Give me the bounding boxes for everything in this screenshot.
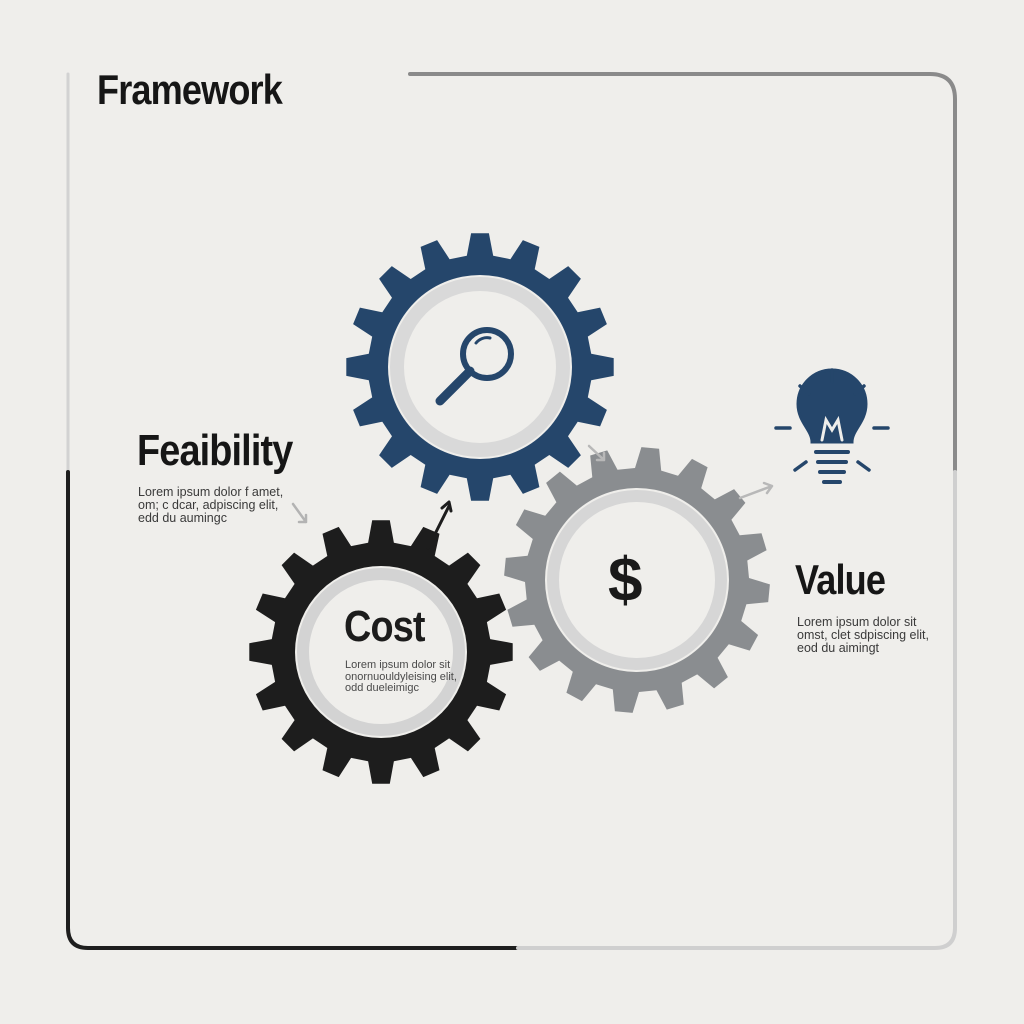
cost-description: Lorem ipsum dolor sit onornuouldyleising…	[345, 659, 457, 694]
arrows	[291, 444, 774, 550]
feasibility-title: Feaibility	[137, 426, 293, 475]
feasibility-description: Lorem ipsum dolor f amet, om; c dcar, ad…	[138, 485, 284, 525]
value-gear	[504, 447, 770, 713]
frame-left-bottom	[66, 470, 520, 950]
page-title: Framework	[97, 66, 283, 113]
frame-top	[408, 72, 957, 472]
arrow-search-to-value	[587, 444, 606, 462]
search-gear	[346, 233, 614, 501]
cost-gear	[249, 520, 513, 784]
value-description: Lorem ipsum dolor sit omst, clet sdpisci…	[797, 615, 929, 655]
frame	[66, 72, 957, 950]
frame-bottom-right	[516, 470, 957, 950]
magnifier-icon	[435, 327, 514, 406]
arrow-cost-to-search	[426, 500, 453, 550]
arrow-feasibility-to-cost	[291, 502, 308, 524]
arrow-value-to-idea	[738, 481, 774, 500]
lightbulb-icon	[774, 368, 890, 484]
dollar-icon: $	[608, 546, 643, 615]
cost-title: Cost	[344, 602, 426, 651]
value-title: Value	[795, 556, 886, 603]
